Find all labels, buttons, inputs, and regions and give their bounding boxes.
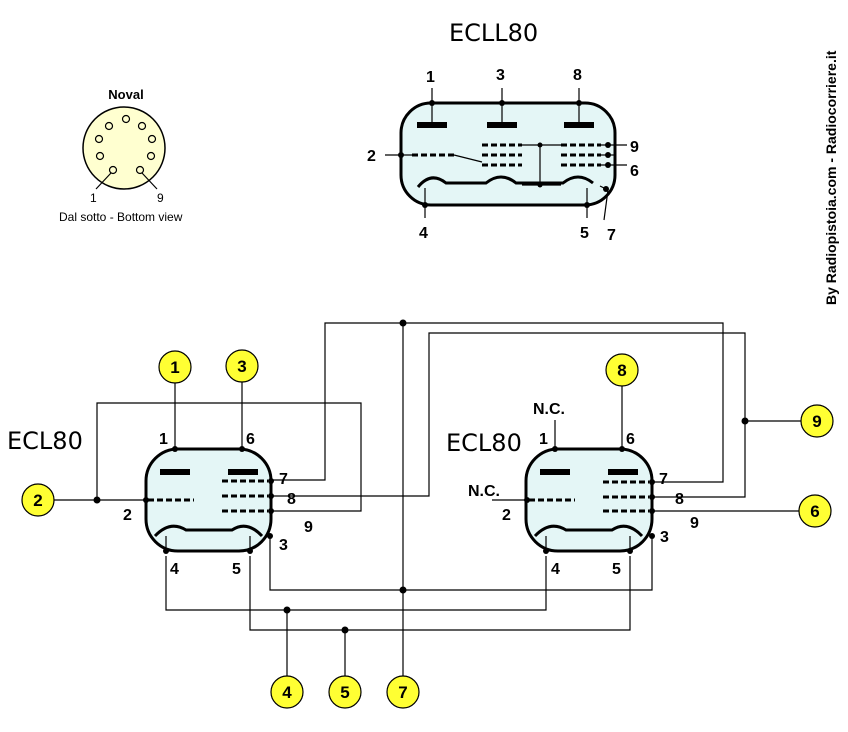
- ecll80-pin-3: 3: [496, 67, 505, 84]
- noval-pointer-1: [95, 172, 112, 190]
- ecll80-pin-8: 8: [573, 67, 582, 84]
- terminal-7: 7: [386, 675, 420, 709]
- terminal-7-label: 7: [398, 683, 407, 702]
- terminal-9-label: 9: [812, 412, 821, 431]
- ecll80-pin-7: 7: [607, 227, 616, 244]
- ecll80-pin-5: 5: [580, 225, 589, 242]
- left-ecl80-title: ECL80: [7, 427, 83, 455]
- noval-pin-9-label: 9: [157, 191, 164, 205]
- terminal-5-label: 5: [340, 683, 349, 702]
- noval-caption: Dal sotto - Bottom view: [59, 210, 183, 224]
- left-ecl80-tube: ECL80 1 6 7 8 9 2 3 4 5: [7, 427, 313, 578]
- left-pin-2: 2: [123, 507, 132, 524]
- right-anode-1: [540, 469, 570, 475]
- left-anode-1: [160, 469, 190, 475]
- noval-pins: [94, 114, 157, 175]
- left-pin-4: 4: [170, 561, 179, 578]
- terminal-2: 2: [21, 483, 55, 517]
- terminal-3: 3: [225, 349, 259, 383]
- terminal-1-label: 1: [170, 358, 179, 377]
- terminal-2-label: 2: [33, 491, 42, 510]
- right-heater: [533, 524, 644, 538]
- noval-pin-1-label: 1: [90, 191, 97, 205]
- ecll80-tube: ECLL80: [367, 19, 639, 244]
- ecll80-anode-3: [487, 122, 517, 128]
- ecll80-pin-4: 4: [419, 225, 428, 242]
- ecll80-pin-6: 6: [630, 163, 639, 180]
- right-anode-6: [608, 469, 638, 475]
- left-pin-5: 5: [232, 561, 241, 578]
- right-pin-7: 7: [659, 471, 668, 488]
- right-nc-top: N.C.: [533, 401, 565, 418]
- terminal-5: 5: [328, 675, 362, 709]
- terminal-4-label: 4: [282, 683, 292, 702]
- ecll80-heater: [416, 175, 594, 188]
- ecll80-pin-2: 2: [367, 148, 376, 165]
- terminal-9: 9: [800, 404, 834, 438]
- right-ecl80-envelope: [524, 447, 654, 553]
- right-ecl80-title: ECL80: [446, 429, 522, 457]
- left-pin-1: 1: [159, 431, 168, 448]
- left-pin-6: 6: [246, 431, 255, 448]
- right-pin-1: 1: [539, 431, 548, 448]
- ecll80-anode-8: [564, 122, 594, 128]
- credit-text: By Radiopistoia.com - Radiocorriere.it: [823, 50, 839, 305]
- right-pin-2: 2: [502, 507, 511, 524]
- right-pin-9: 9: [690, 515, 699, 532]
- right-nc-left: N.C.: [468, 483, 500, 500]
- ecll80-title: ECLL80: [449, 19, 538, 47]
- right-pin-8: 8: [675, 491, 684, 508]
- terminal-8-label: 8: [617, 361, 626, 380]
- left-ecl80-envelope: [144, 447, 273, 553]
- right-pin-3: 3: [660, 529, 669, 546]
- wiring: [38, 319, 815, 692]
- left-anode-6: [228, 469, 258, 475]
- terminal-6-label: 6: [810, 502, 819, 521]
- terminal-4: 4: [270, 675, 304, 709]
- right-pin-6: 6: [626, 431, 635, 448]
- left-pin-7: 7: [279, 471, 288, 488]
- left-pin-3: 3: [279, 537, 288, 554]
- ecll80-pin-1: 1: [426, 69, 435, 86]
- right-pin-4: 4: [551, 561, 560, 578]
- noval-base: Noval 1 9 Dal sotto - Bottom view: [59, 87, 183, 224]
- terminal-1: 1: [158, 350, 192, 384]
- right-ecl80-tube: ECL80 N.C. N.C. 1 6 7 8 9 2 3 4 5: [446, 401, 699, 578]
- left-pin-9: 9: [304, 519, 313, 536]
- left-heater: [153, 524, 264, 538]
- noval-title: Noval: [108, 87, 143, 102]
- right-pin-5: 5: [612, 561, 621, 578]
- terminal-3-label: 3: [237, 357, 246, 376]
- left-pin-8: 8: [287, 491, 296, 508]
- terminal-8: 8: [605, 353, 639, 387]
- ecll80-anode-1: [417, 122, 447, 128]
- ecll80-pin-9: 9: [630, 139, 639, 156]
- noval-pointer-9: [141, 172, 158, 190]
- terminal-6: 6: [798, 494, 832, 528]
